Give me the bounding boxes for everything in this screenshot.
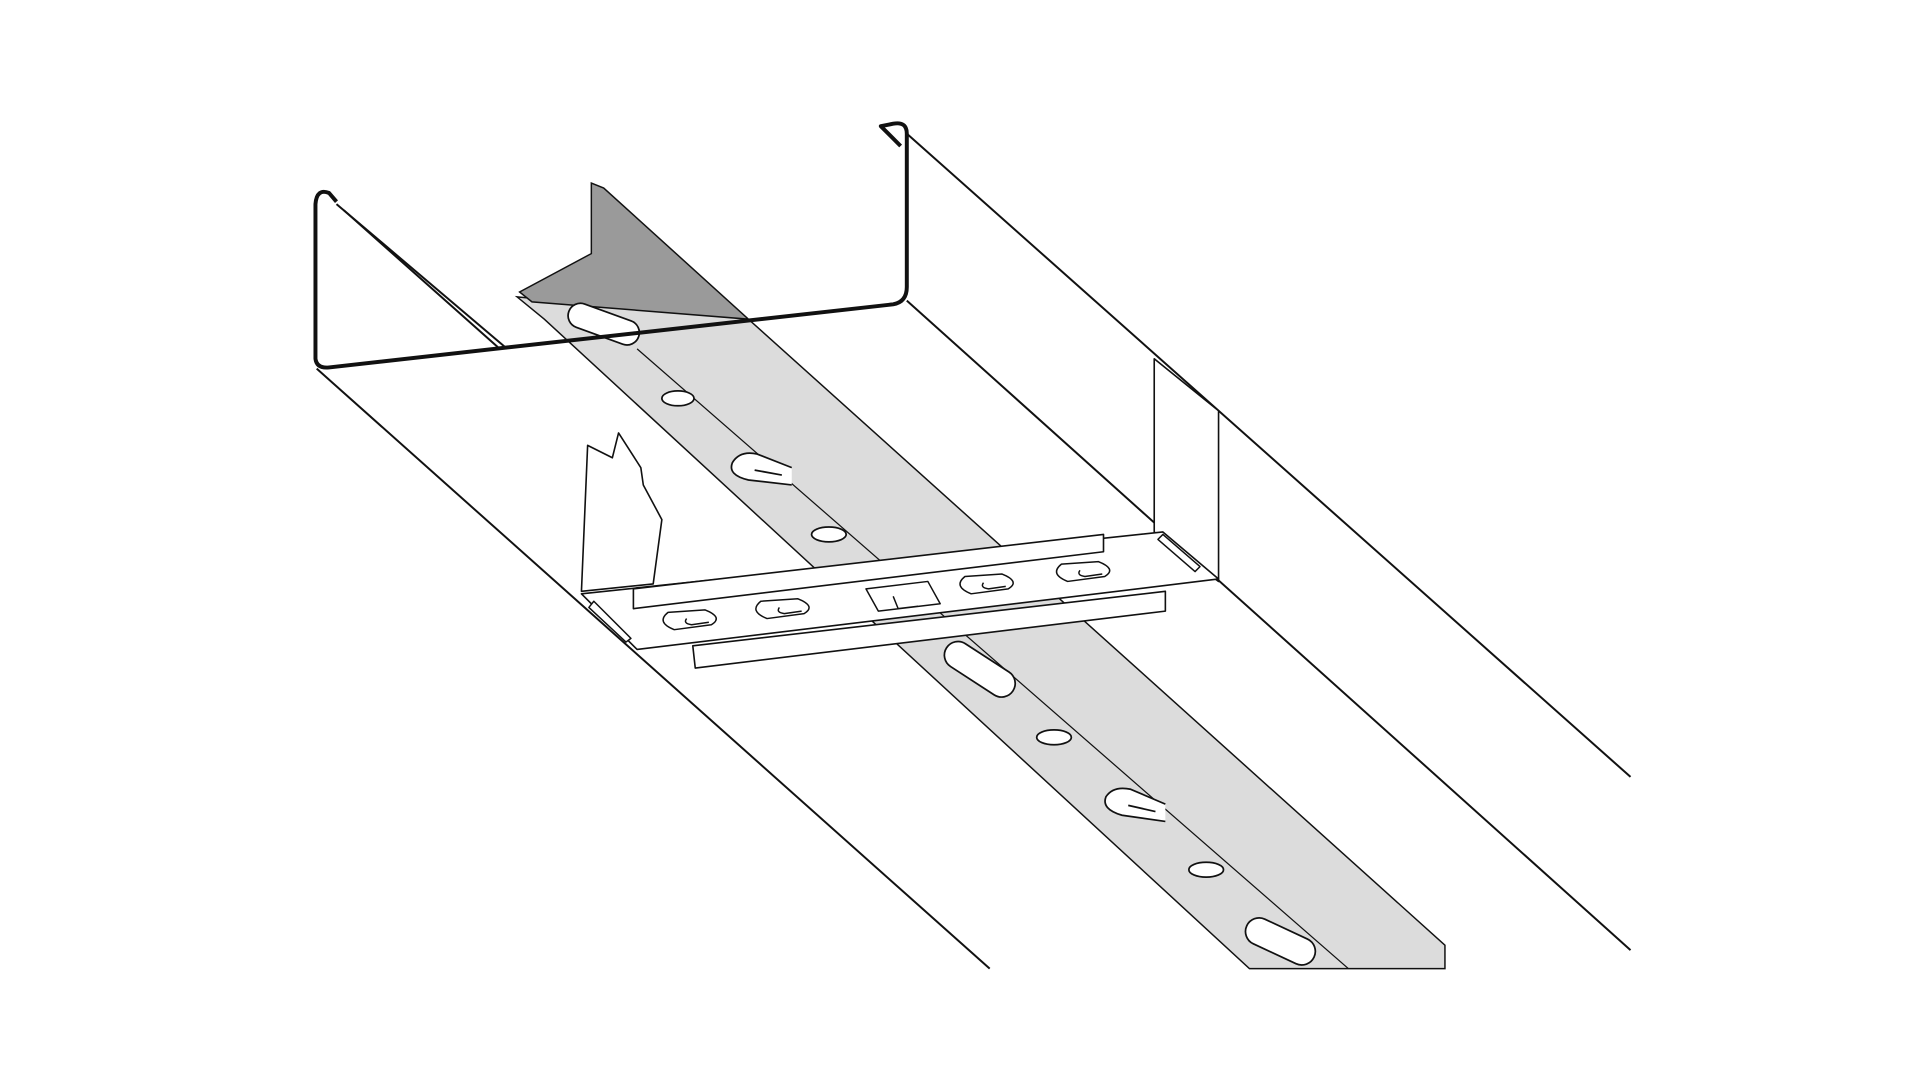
bracket-lower-bar [691,590,1167,669]
bracket-clip [1157,533,1201,573]
round-hole [810,526,848,543]
bracket-c-slot [959,573,1014,595]
c-slot-hole [1104,787,1166,823]
slot-hole [1244,917,1317,966]
strip-shadow-panel [518,181,751,321]
c-slot-hole [730,452,793,486]
slot-hole [943,640,1017,698]
bracket-c-slot [755,598,810,620]
round-hole [1188,861,1225,878]
right-bottom-edge [906,299,1632,951]
bracket-c-slot [662,609,718,631]
tray-body [316,132,1632,970]
round-hole [660,390,695,407]
bracket-slots [588,533,1201,643]
left-lip-edge-inner [343,209,501,350]
tray-profile [313,121,909,370]
cross-bracket [580,357,1220,669]
profile-outline [313,121,909,370]
bracket-top-bar [632,533,1105,610]
right-top-edge [906,132,1632,778]
strip-holes [567,302,1317,966]
bracket-c-slot [865,580,941,612]
strip-fold-line [636,348,1349,970]
left-bottom-edge [316,367,991,970]
bracket-left-panel [580,432,663,593]
bracket-right-panel [1153,357,1220,583]
bracket-c-slot [1055,560,1111,583]
bracket-clip [588,600,632,643]
round-hole [1035,729,1073,746]
